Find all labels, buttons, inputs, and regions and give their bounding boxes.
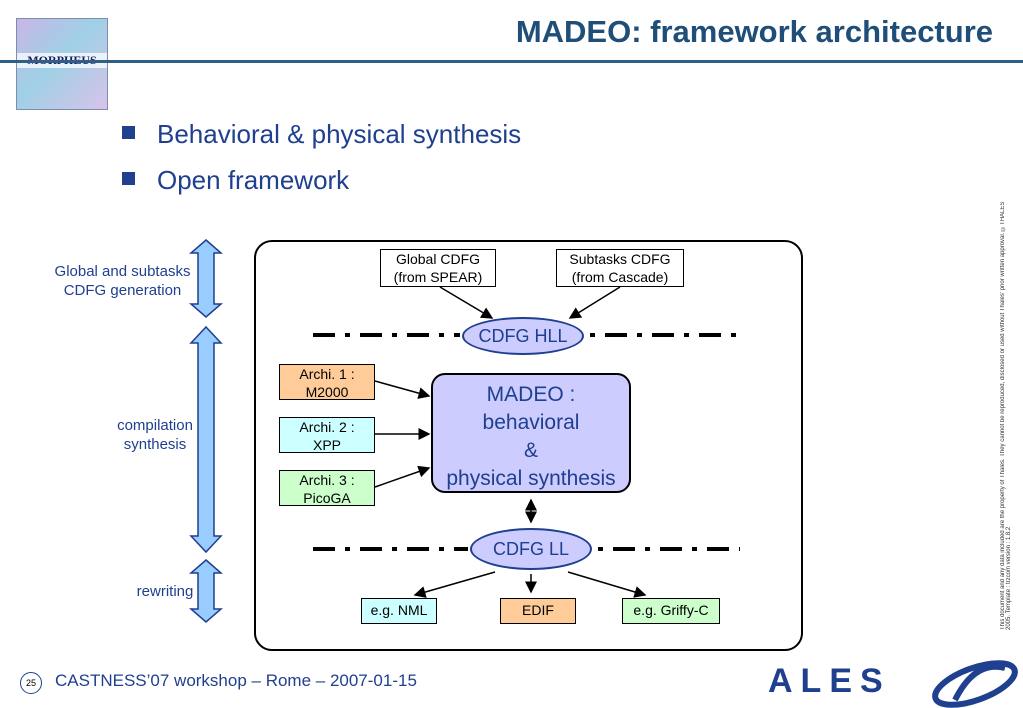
compilation-label-line2: synthesis bbox=[123, 436, 187, 453]
subtasks-cdfg-line1: Subtasks CDFG bbox=[569, 251, 671, 267]
archi-3-box: Archi. 3 : PicoGA bbox=[279, 470, 375, 506]
madeo-synthesis-box: MADEO : behavioral & physical synthesis bbox=[431, 373, 631, 493]
subtasks-cdfg-box: Subtasks CDFG (from Cascade) bbox=[556, 249, 684, 287]
output-griffy-box: e.g. Griffy-C bbox=[622, 598, 720, 624]
archi-2-line1: Archi. 2 : bbox=[299, 419, 355, 435]
archi-2-box: Archi. 2 : XPP bbox=[279, 417, 375, 453]
footer-text: CASTNESS’07 workshop – Rome – 2007-01-15 bbox=[55, 671, 417, 690]
subtasks-to-hll-arrow bbox=[568, 286, 621, 319]
rewriting-label: rewriting bbox=[136, 583, 194, 600]
global-cdfg-box: Global CDFG (from SPEAR) bbox=[380, 249, 496, 287]
thales-brand: ALES bbox=[768, 662, 891, 700]
title-divider bbox=[0, 60, 1023, 63]
generation-label: Global and subtasks CDFG generation bbox=[40, 262, 205, 300]
bullet-item: Open framework bbox=[122, 165, 349, 196]
archi3-arrow bbox=[374, 465, 431, 488]
bullet-square-icon bbox=[122, 126, 135, 139]
cdfg-ll-node: CDFG LL bbox=[470, 528, 592, 570]
compilation-range-arrow bbox=[189, 325, 223, 554]
bullet-text: Behavioral & physical synthesis bbox=[157, 119, 522, 149]
bullet-item: Behavioral & physical synthesis bbox=[122, 119, 521, 150]
framework-frame bbox=[254, 240, 803, 651]
generation-label-line2: CDFG generation bbox=[63, 282, 182, 299]
cdfg-hll-node: CDFG HLL bbox=[462, 317, 584, 355]
bullet-text: Open framework bbox=[157, 165, 350, 195]
ll-to-griffy-arrow bbox=[567, 571, 647, 598]
archi1-arrow bbox=[374, 380, 431, 399]
archi-1-box: Archi. 1 : M2000 bbox=[279, 364, 375, 400]
page-number: 25 bbox=[20, 672, 42, 694]
output-nml-box: e.g. NML bbox=[361, 598, 437, 624]
slide-title: MADEO: framework architecture bbox=[515, 14, 993, 49]
legal-side-note: This document and any data included are … bbox=[1000, 201, 1012, 630]
global-cdfg-line1: Global CDFG bbox=[395, 251, 481, 267]
archi-1-line1: Archi. 1 : bbox=[299, 366, 355, 382]
compilation-label-line1: compilation bbox=[117, 417, 193, 434]
madeo-line3: & bbox=[523, 439, 538, 462]
ll-to-nml-arrow bbox=[413, 571, 496, 598]
global-cdfg-line2: (from SPEAR) bbox=[393, 269, 483, 285]
compilation-label: compilation synthesis bbox=[100, 416, 210, 454]
archi-3-line2: PicoGA bbox=[303, 490, 351, 506]
subtasks-cdfg-line2: (from Cascade) bbox=[571, 269, 669, 285]
archi-3-line1: Archi. 3 : bbox=[299, 472, 355, 488]
archi-2-line2: XPP bbox=[312, 437, 341, 453]
generation-range-arrow bbox=[188, 239, 224, 318]
archi-1-line2: M2000 bbox=[305, 384, 349, 400]
bullet-square-icon bbox=[122, 172, 135, 185]
generation-label-line1: Global and subtasks bbox=[54, 263, 191, 280]
madeo-line2: behavioral bbox=[482, 411, 580, 434]
madeo-line4: physical synthesis bbox=[446, 467, 616, 490]
global-to-hll-arrow bbox=[439, 286, 494, 319]
output-edif-box: EDIF bbox=[500, 598, 576, 624]
madeo-line1: MADEO : bbox=[486, 383, 576, 406]
rewriting-range-arrow bbox=[188, 559, 224, 623]
